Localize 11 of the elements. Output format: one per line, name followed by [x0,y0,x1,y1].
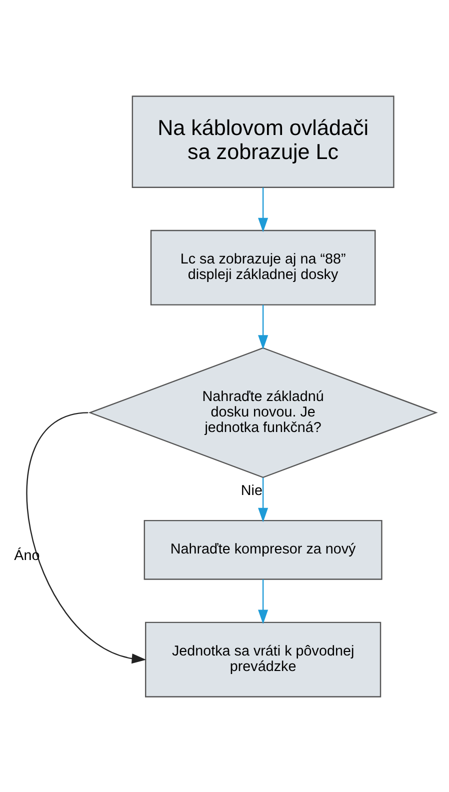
arrow [26,412,146,664]
node-box: Nahraďte kompresor za nový [143,519,382,580]
node-box: Lc sa zobrazuje aj na “88” displeji základnej dosky [150,229,376,305]
node-box: Na káblovom ovládači sa zobrazuje Lc [131,95,394,188]
arrow [258,477,268,522]
arrow [258,304,268,350]
node-diamond: Nahraďte základnú dosku novou. Je jednotka funkčná? [88,346,438,478]
arrow [258,187,268,232]
edge-label: Nie [240,482,262,498]
arrow [258,578,268,624]
node-box: Jednotka sa vráti k pôvodnej prevádzke [144,621,381,697]
